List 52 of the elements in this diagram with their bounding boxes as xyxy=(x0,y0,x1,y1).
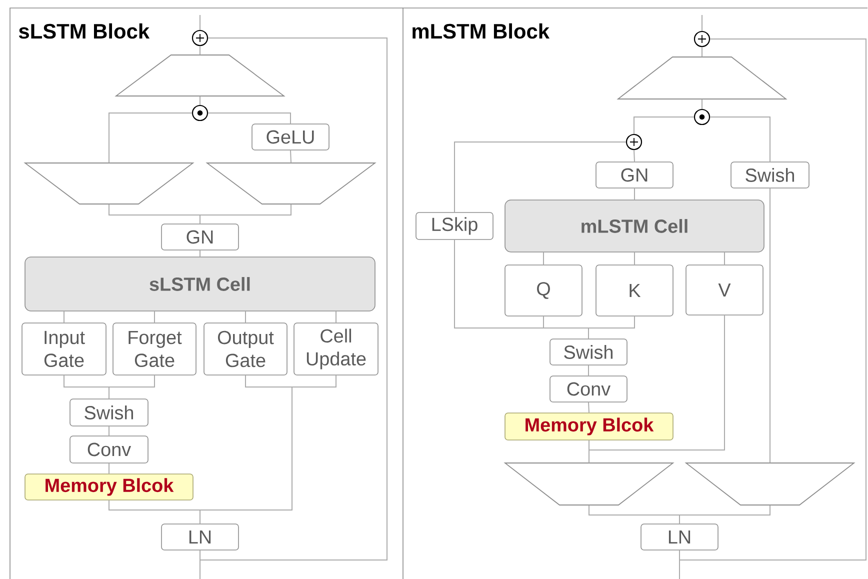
connector xyxy=(588,364,589,376)
norm-box: GN xyxy=(161,224,239,250)
connector xyxy=(710,116,770,162)
connector xyxy=(454,142,626,213)
activation-box: Swish xyxy=(70,398,148,426)
activation-box: Swish xyxy=(730,162,810,188)
connector xyxy=(108,426,110,436)
connector xyxy=(454,239,589,340)
gate-box: Output Gate xyxy=(204,322,288,376)
connector xyxy=(108,374,155,400)
connector xyxy=(200,374,336,524)
connector xyxy=(679,504,770,524)
projection-box: V xyxy=(686,264,764,316)
add-symbol xyxy=(694,30,710,48)
cell-box: sLSTM Cell xyxy=(24,256,376,312)
memory-box: Memory Blcok xyxy=(504,412,674,440)
norm-box: LN xyxy=(640,524,718,550)
connector xyxy=(200,204,292,224)
memory-box: Memory Blcok xyxy=(24,474,194,500)
activation-box: Swish xyxy=(550,338,628,366)
connector xyxy=(588,314,725,464)
gate-box: Input Gate xyxy=(22,322,106,376)
gate-box: Forget Gate xyxy=(112,322,196,376)
projection-box: Q xyxy=(504,264,582,316)
cell-box: mLSTM Cell xyxy=(504,200,764,252)
conv-box: Conv xyxy=(70,436,148,464)
connector xyxy=(108,462,110,474)
connector xyxy=(154,310,155,324)
connector xyxy=(679,38,866,579)
connector xyxy=(634,252,635,266)
gate-box: Cell Update xyxy=(294,322,378,376)
connector xyxy=(634,116,694,134)
add-symbol xyxy=(626,134,642,150)
activation-box: GeLU xyxy=(252,124,330,150)
connector xyxy=(200,38,388,579)
skip-box: LSkip xyxy=(416,212,494,240)
connector xyxy=(290,150,292,164)
connector xyxy=(634,150,635,162)
connector xyxy=(588,402,590,414)
connector xyxy=(634,188,635,200)
multiply-symbol xyxy=(694,108,710,126)
add-symbol xyxy=(192,30,208,46)
conv-box: Conv xyxy=(550,376,628,402)
connector xyxy=(543,252,544,266)
multiply-symbol xyxy=(192,104,208,122)
norm-box: GN xyxy=(596,162,674,188)
projection-box: K xyxy=(596,264,674,316)
norm-box: LN xyxy=(161,524,239,550)
connector xyxy=(245,310,246,324)
connector xyxy=(724,252,725,266)
connector xyxy=(208,112,291,124)
connector xyxy=(108,112,192,164)
